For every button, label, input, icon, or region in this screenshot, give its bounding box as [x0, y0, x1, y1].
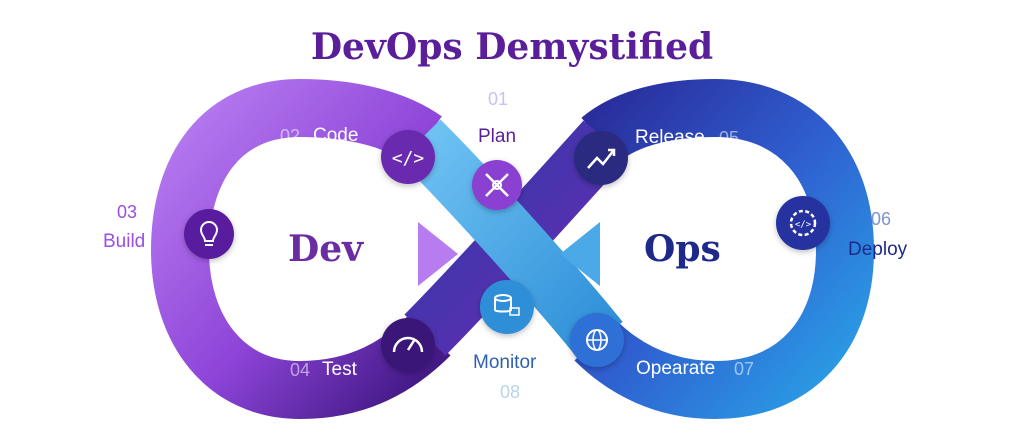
test-label: Test: [322, 359, 357, 380]
ops-loop: [574, 78, 875, 420]
page-title: DevOps Demystified: [310, 26, 714, 68]
network-globe-icon: [570, 313, 624, 367]
monitor-label: Monitor: [473, 352, 537, 373]
growth-chart-icon: [574, 131, 628, 185]
dev-label: Dev: [288, 228, 364, 270]
plan-label: Plan: [478, 126, 517, 147]
monitor-number: 08: [500, 382, 521, 402]
dev-arrow: [418, 222, 458, 286]
plan-number: 01: [488, 89, 509, 109]
database-monitor-icon: [480, 280, 534, 334]
build-number: 03: [117, 202, 138, 222]
operate-label: Opearate: [636, 358, 716, 379]
code-gear-icon: </>: [776, 196, 830, 250]
test-number: 04: [290, 360, 311, 380]
speedometer-icon: [381, 318, 435, 372]
svg-text:</>: </>: [392, 148, 425, 169]
deploy-label: Deploy: [848, 239, 908, 260]
dev-loop: [150, 78, 451, 420]
ops-arrow: [560, 222, 600, 286]
lightbulb-icon: [184, 209, 234, 259]
svg-text:</>: </>: [795, 220, 812, 230]
build-label: Build: [103, 231, 146, 252]
operate-number: 07: [734, 359, 755, 379]
deploy-number: 06: [871, 209, 892, 229]
code-icon: </>: [381, 130, 435, 184]
release-label: Release: [635, 127, 705, 148]
planning-tools-icon: [472, 160, 522, 210]
release-number: 05: [719, 128, 740, 148]
code-label: Code: [313, 125, 359, 146]
code-number: 02: [280, 126, 301, 146]
ops-label: Ops: [644, 228, 721, 270]
